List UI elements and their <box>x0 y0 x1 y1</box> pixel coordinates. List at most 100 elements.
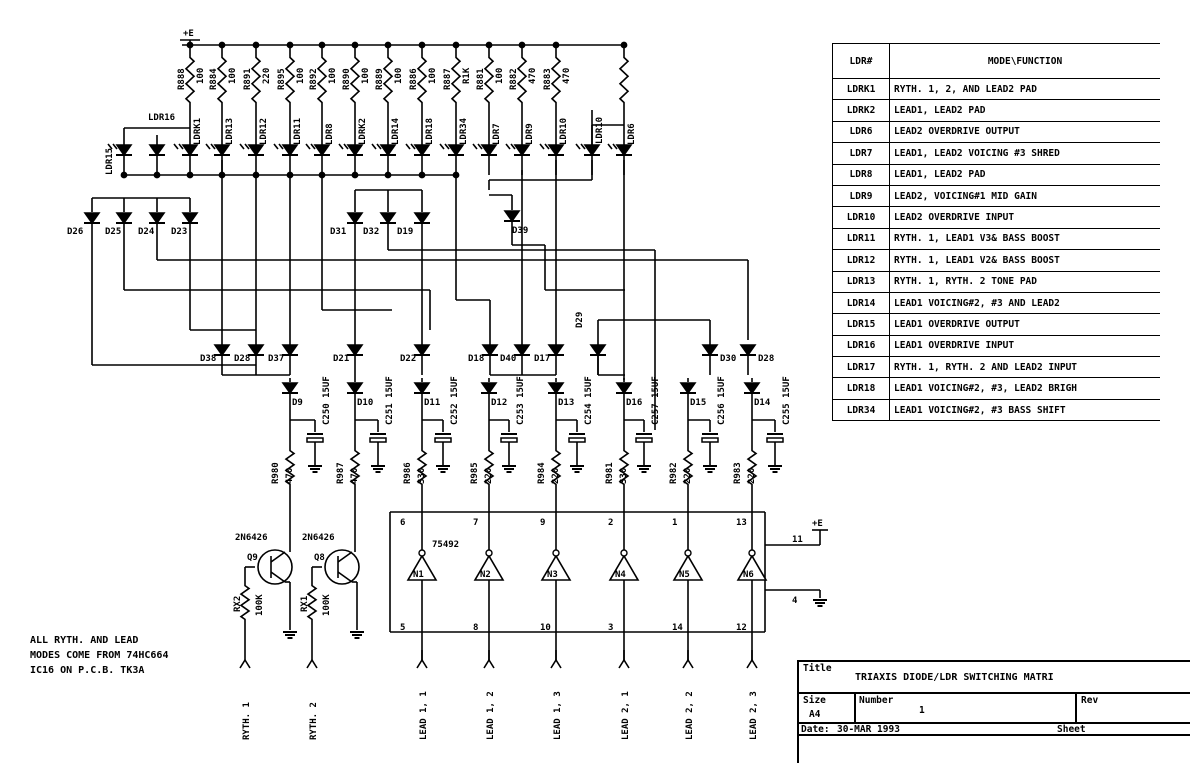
resistor-value-label: 470 <box>350 468 360 484</box>
ic-pin-label: 5 <box>400 623 405 633</box>
diode-label: D26 <box>67 227 83 237</box>
input-label: LEAD 2, 1 <box>621 691 631 740</box>
lower-diode <box>346 382 364 395</box>
ground-symbol <box>637 465 651 473</box>
input-label: RYTH. 2 <box>309 702 319 740</box>
ldr-led <box>346 144 364 157</box>
diode-label: D28 <box>758 354 774 364</box>
inverter-gate <box>736 554 768 581</box>
resistor-ref-label: R888 <box>177 68 187 90</box>
ldr-led <box>447 144 465 157</box>
resistor-ref-label: RX1 <box>300 596 310 612</box>
resistor-ref-label: R980 <box>271 462 281 484</box>
ic-pin-label: 13 <box>736 518 747 528</box>
diode-D23 <box>181 212 199 225</box>
ic-pin-label: 3 <box>608 623 613 633</box>
ldr-id-cell: LDR8 <box>832 163 890 186</box>
drawing-title: TRIAXIS DIODE/LDR SWITCHING MATRI <box>855 672 1054 683</box>
ground-symbol <box>308 465 322 473</box>
diode-D18 <box>481 344 499 357</box>
ldr-led <box>379 144 397 157</box>
resistor-value-label: 100K <box>322 594 332 616</box>
diode-label: D11 <box>424 398 440 408</box>
ldr-id-cell: LDR15 <box>832 313 890 336</box>
inverter-gate <box>672 554 704 581</box>
ldr-led <box>480 144 498 157</box>
top-resistor <box>618 50 630 110</box>
ldr-function-cell: LEAD1 VOICING#2, #3 BASS SHIFT <box>889 398 1160 422</box>
ldr-id-cell: LDR9 <box>832 184 890 208</box>
input-arrow <box>306 658 318 669</box>
diode-D22 <box>413 344 431 357</box>
ldr-function-cell: LEAD1 OVERDRIVE INPUT <box>889 334 1160 358</box>
diode-label: D28 <box>234 354 250 364</box>
junction-dot <box>218 171 226 179</box>
ldr-led <box>115 144 133 157</box>
size-label: Size <box>803 695 826 706</box>
input-label: LEAD 2, 3 <box>749 691 759 740</box>
ldr-id-cell: LDR12 <box>832 249 890 272</box>
junction-dot <box>452 171 460 179</box>
top-resistor <box>250 50 262 110</box>
gate-label: N5 <box>679 570 690 580</box>
diode-label: D39 <box>512 226 528 236</box>
ldr-label: LDR15 <box>105 148 115 175</box>
capacitor <box>434 433 452 443</box>
ldr-led <box>413 144 431 157</box>
gate-label: N4 <box>615 570 626 580</box>
inverter-gate <box>540 554 572 581</box>
junction-dot <box>552 41 560 49</box>
ldr-label: LDR18 <box>425 118 435 145</box>
ic-pin-label: 14 <box>672 623 683 633</box>
rev-label: Rev <box>1081 695 1099 706</box>
ground-symbol <box>703 465 717 473</box>
ground-symbol <box>502 465 516 473</box>
diode-D17 <box>547 344 565 357</box>
diode-D39 <box>503 210 521 223</box>
gate-label: N2 <box>480 570 491 580</box>
ldr-led <box>313 144 331 157</box>
ground-symbol <box>570 465 584 473</box>
junction-dot <box>485 41 493 49</box>
resistor-ref-label: R895 <box>277 68 287 90</box>
diode-label: D17 <box>534 354 550 364</box>
capacitor-label: C250 15UF <box>322 376 332 425</box>
ldr-label: LDR8 <box>325 123 335 145</box>
ldr-function-cell: RYTH. 1, RYTH. 2 TONE PAD <box>889 270 1160 293</box>
transistor-type-label: 2N6426 <box>302 533 335 543</box>
ldr-id-cell: LDRK1 <box>832 77 890 101</box>
capacitor <box>500 433 518 443</box>
junction-dot <box>218 41 226 49</box>
number-label: Number <box>859 695 894 706</box>
title-label: Title <box>803 663 832 674</box>
ldr-id-cell: LDR16 <box>832 334 890 358</box>
top-resistor <box>550 50 562 110</box>
resistor-value-label: 220 <box>551 468 561 484</box>
ldr-led <box>513 144 531 157</box>
resistor-value-label: R1K <box>462 67 472 84</box>
ldr-function-cell: LEAD1 OVERDRIVE OUTPUT <box>889 313 1160 336</box>
junction-dot <box>518 41 526 49</box>
ic-pin-label: 2 <box>608 518 613 528</box>
ic-pin-label: 4 <box>792 596 798 606</box>
junction-dot <box>452 41 460 49</box>
ground-symbol <box>768 465 782 473</box>
resistor-ref-label: R881 <box>476 68 486 90</box>
capacitor <box>568 433 586 443</box>
ldr-led <box>181 144 199 157</box>
output-resistor <box>483 445 495 490</box>
capacitor <box>766 433 784 443</box>
ldr-label: LDR6 <box>627 123 637 145</box>
output-resistor <box>746 445 758 490</box>
top-resistor <box>382 50 394 110</box>
lower-diode <box>480 382 498 395</box>
ldr-label: LDR11 <box>293 118 303 145</box>
diode-D31 <box>346 212 364 225</box>
resistor-value-label: 330 <box>417 468 427 484</box>
resistor-ref-label: R890 <box>342 68 352 90</box>
